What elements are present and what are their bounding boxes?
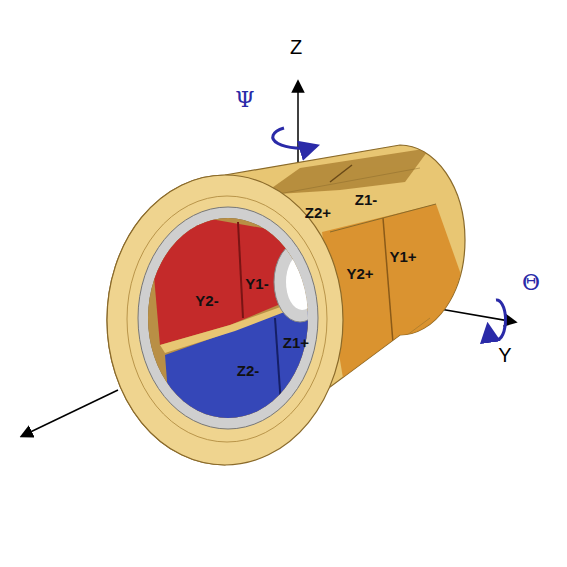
inner-poles (140, 210, 326, 430)
front-face (107, 175, 343, 465)
face-ring (127, 196, 327, 442)
axis-label: Z (290, 37, 302, 57)
theta-rotation (488, 300, 506, 340)
psi-rotation (273, 128, 316, 148)
pole-gap (275, 318, 282, 420)
pole-label: Y2+ (346, 266, 373, 281)
pole-gap (160, 300, 300, 353)
rotor-end (274, 242, 326, 322)
pole-gap (330, 165, 352, 182)
pole-label: Z2- (237, 363, 260, 378)
rotor-bore (286, 254, 318, 310)
pole-gap (238, 222, 243, 318)
z-plus-pole (262, 148, 430, 195)
x-axis (22, 390, 118, 436)
y-plus-pole (322, 204, 470, 390)
pole-label: Z1+ (283, 335, 309, 350)
pole-label: Z2+ (305, 205, 331, 220)
pole-label: Y2- (195, 293, 218, 308)
pole-gap (383, 218, 395, 368)
pole-label: Y1+ (389, 249, 416, 264)
rotation-label: Θ (522, 272, 540, 294)
housing-edge (262, 168, 420, 197)
pole-label: Z1- (355, 192, 378, 207)
axis-label: Y (498, 345, 511, 365)
rotation-label: Ψ (235, 89, 254, 111)
pole-gap (330, 204, 436, 232)
pole-label: Y1- (245, 276, 268, 291)
